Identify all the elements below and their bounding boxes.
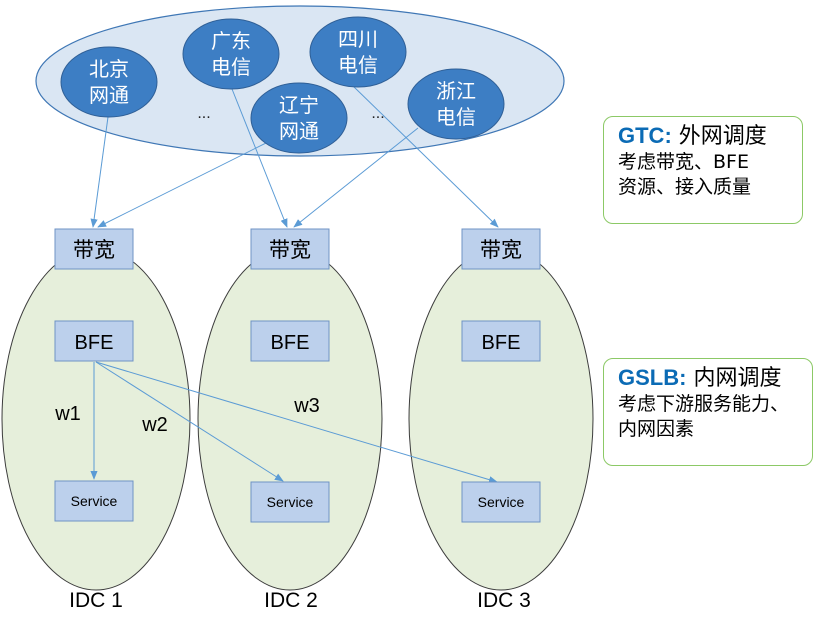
- gslb-title-suffix: 内网调度: [686, 366, 782, 391]
- bfe-to-service-arrows: [90, 361, 498, 484]
- idc-1-service-label: Service: [71, 493, 118, 509]
- idc-1-label: IDC 1: [69, 589, 123, 612]
- arrow-w2: [95, 361, 284, 482]
- idc-2-bfe-label: BFE: [271, 332, 310, 354]
- idc-3-ellipse: [408, 247, 594, 591]
- isp-ellipsis-left: ...: [197, 105, 210, 122]
- isp-node-liaoning: 辽宁 网通: [250, 82, 348, 154]
- idc-2-ellipse: [197, 247, 383, 591]
- idc-2-label: IDC 2: [264, 589, 318, 612]
- isp-node-guangdong-line2: 电信: [211, 56, 251, 79]
- idc-3-bfe-label: BFE: [482, 332, 521, 354]
- idc-1-bfe-label: BFE: [75, 332, 114, 354]
- arrow-liaoning-to-idc1: [97, 141, 269, 228]
- arrow-beijing-to-idc1: [90, 116, 109, 228]
- gtc-info-panel: GTC: 外网调度 考虑带宽、BFE 资源、接入质量: [603, 116, 803, 224]
- idc-3-bandwidth-label: 带宽: [480, 239, 522, 262]
- idc-3-service-label: Service: [478, 494, 525, 510]
- arrow-zhejiang-to-idc2: [293, 127, 419, 228]
- gtc-line-3: 资源、接入质量: [618, 176, 752, 198]
- isp-node-liaoning-line1: 辽宁: [279, 94, 319, 117]
- gtc-title-suffix: 外网调度: [671, 124, 767, 149]
- idc-3-service-box: [461, 481, 541, 523]
- idc-3-bandwidth-box: [461, 228, 541, 270]
- idc-1-bfe-box: [54, 320, 134, 362]
- idc-2-bfe-box: [250, 320, 330, 362]
- arrow-guangdong-to-idc2: [231, 88, 288, 228]
- idc-1-bandwidth-label: 带宽: [73, 239, 115, 262]
- isp-node-zhejiang: 浙江 电信: [407, 68, 505, 140]
- gslb-title-line: GSLB: 内网调度: [618, 365, 802, 392]
- idc-2-bandwidth-label: 带宽: [269, 239, 311, 262]
- weight-w3: w3: [293, 395, 320, 417]
- gslb-info-panel: GSLB: 内网调度 考虑下游服务能力、 内网因素: [603, 358, 813, 466]
- gtc-line-2: 考虑带宽、BFE: [618, 151, 749, 173]
- idc-2-service-label: Service: [267, 494, 314, 510]
- weight-w1: w1: [54, 403, 81, 425]
- gtc-title-line: GTC: 外网调度: [618, 123, 792, 150]
- idc-3: 带宽 BFE Service IDC 3: [461, 228, 541, 612]
- idc-2-bandwidth-box: [250, 228, 330, 270]
- idc-2-service-box: [250, 481, 330, 523]
- gslb-line-3: 内网因素: [618, 418, 695, 440]
- idc-2: 带宽 BFE Service IDC 2: [250, 228, 330, 612]
- isp-ellipsis-right: ...: [371, 105, 384, 122]
- idc-3-label: IDC 3: [477, 589, 531, 612]
- idc-3-bfe-box: [461, 320, 541, 362]
- arrow-w3: [95, 361, 498, 484]
- isp-node-guangdong: 广东 电信: [182, 18, 280, 90]
- isp-node-beijing-line2: 网通: [89, 84, 129, 107]
- isp-node-sichuan-line1: 四川: [338, 29, 378, 51]
- isp-node-sichuan-line2: 电信: [338, 54, 378, 77]
- isp-node-zhejiang-line2: 电信: [436, 106, 476, 129]
- idc-1-service-box: [54, 480, 134, 522]
- gslb-line-2: 考虑下游服务能力、: [618, 393, 790, 415]
- idc-1-bandwidth-box: [54, 228, 134, 270]
- isp-node-zhejiang-line1: 浙江: [436, 80, 476, 103]
- arrow-sichuan-to-idc3: [351, 84, 499, 228]
- isp-node-liaoning-line2: 网通: [279, 120, 319, 143]
- isp-node-sichuan: 四川 电信: [309, 16, 407, 88]
- gslb-title: GSLB:: [618, 365, 687, 390]
- isp-node-beijing: 北京 网通: [60, 46, 158, 118]
- isp-node-beijing-line1: 北京: [89, 58, 129, 81]
- isp-node-guangdong-line1: 广东: [211, 30, 251, 53]
- weight-w2: w2: [141, 414, 168, 436]
- isp-to-bandwidth-arrows: [90, 84, 499, 228]
- idc-1: 带宽 BFE Service IDC 1: [54, 228, 134, 612]
- gtc-title: GTC:: [618, 123, 672, 148]
